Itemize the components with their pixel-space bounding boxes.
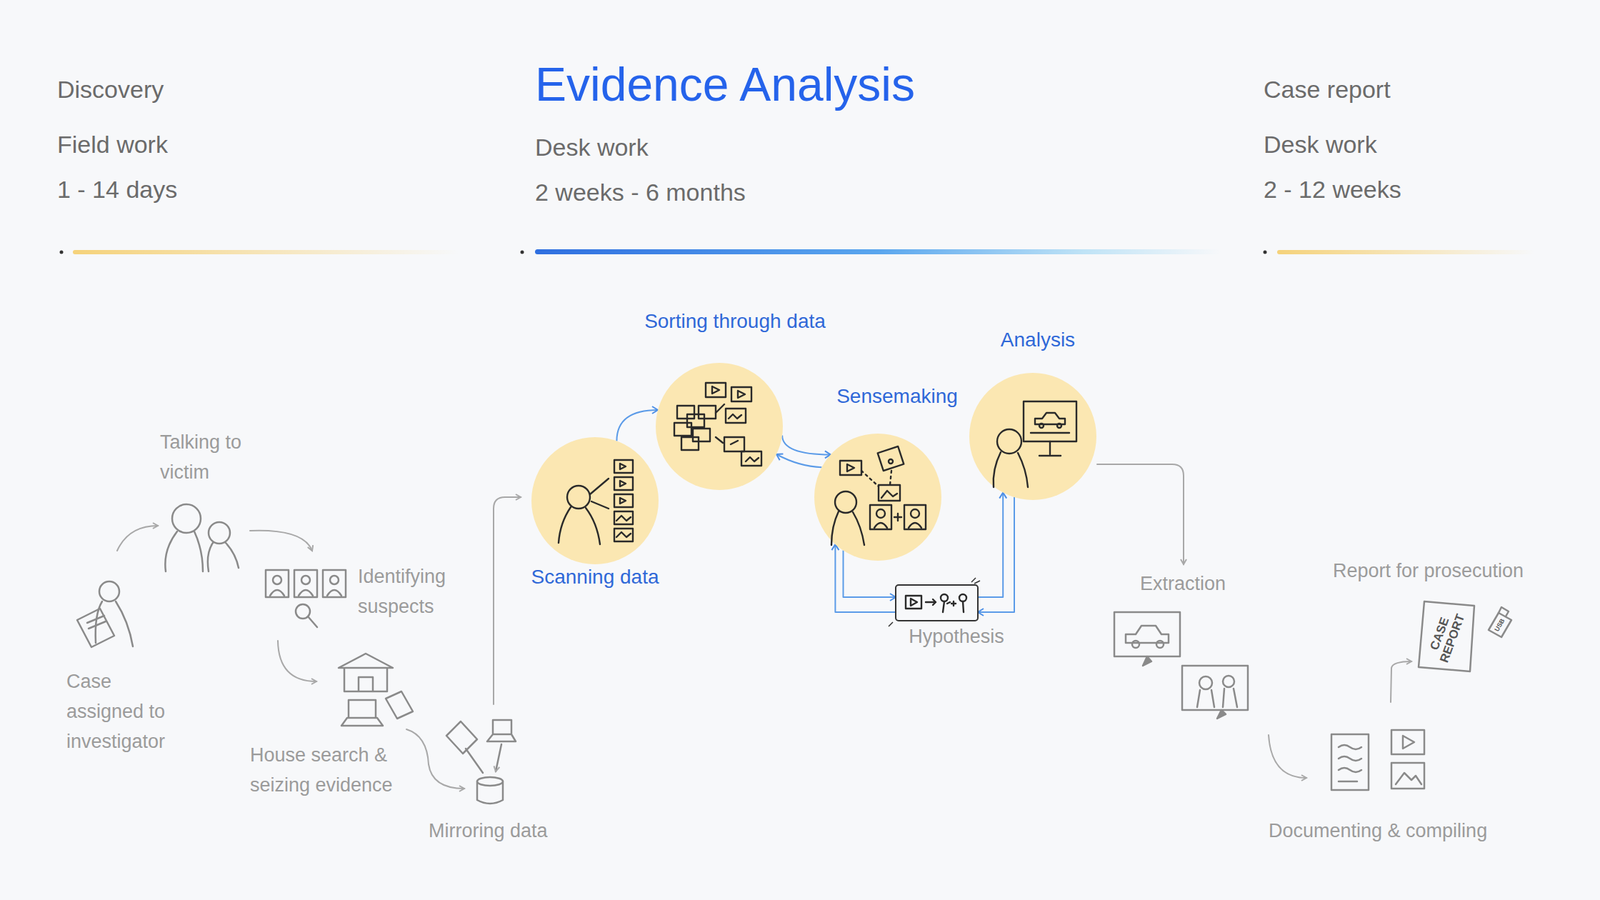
stage-circle: Sensemaking — [814, 433, 942, 561]
node-shape — [814, 433, 942, 561]
phase-header: 2 weeks - 6 months — [535, 177, 746, 208]
flow-connector — [977, 492, 1003, 598]
step-label: House search & seizing evidence — [250, 740, 422, 800]
stage-circle: Sorting through data — [655, 362, 783, 490]
phase-bars — [60, 249, 1535, 255]
stage-label: Sensemaking — [836, 385, 958, 408]
stage-circle: Analysis — [969, 372, 1097, 500]
step-label: Talking to victim — [160, 427, 268, 488]
step-label: Case assigned to investigator — [66, 666, 188, 757]
flow-connector — [776, 454, 822, 468]
node-shape — [655, 362, 783, 490]
step-label: Mirroring data — [428, 815, 548, 846]
sketch-icons — [77, 504, 1512, 804]
icon-text: CASE REPORT — [1425, 607, 1468, 666]
step-label: Extraction — [1140, 568, 1226, 599]
flow-connector — [616, 410, 658, 441]
phase-header: 2 - 12 weeks — [1263, 175, 1402, 205]
phase-header: 1 - 14 days — [57, 175, 178, 205]
stage-label: Analysis — [1000, 328, 1075, 352]
flow-connector — [782, 435, 831, 455]
flow-connector — [977, 497, 1015, 613]
node-shape — [531, 437, 659, 565]
hypothesis-box: Hypothesis — [895, 585, 978, 621]
phase-header: Case report — [1263, 75, 1391, 105]
stage-label: Scanning data — [530, 565, 659, 589]
step-label: Identifying suspects — [357, 561, 465, 622]
phase-header: Desk work — [535, 132, 649, 163]
node-shape — [895, 585, 978, 621]
node-shape — [969, 372, 1097, 500]
stage-label: Sorting through data — [644, 310, 826, 333]
diagram-title: Evidence Analysis — [535, 58, 915, 111]
phase-header: Discovery — [57, 75, 164, 105]
flow-arrows — [117, 464, 1412, 789]
step-label: Documenting & compiling — [1268, 815, 1488, 846]
step-label: Report for prosecution — [1332, 555, 1524, 586]
phase-header: Desk work — [1263, 130, 1378, 160]
phase-header: Field work — [57, 130, 168, 160]
stage-circle: Scanning data — [531, 437, 659, 565]
stage-label: Hypothesis — [908, 625, 1005, 648]
icon-text: USB — [1483, 611, 1517, 638]
